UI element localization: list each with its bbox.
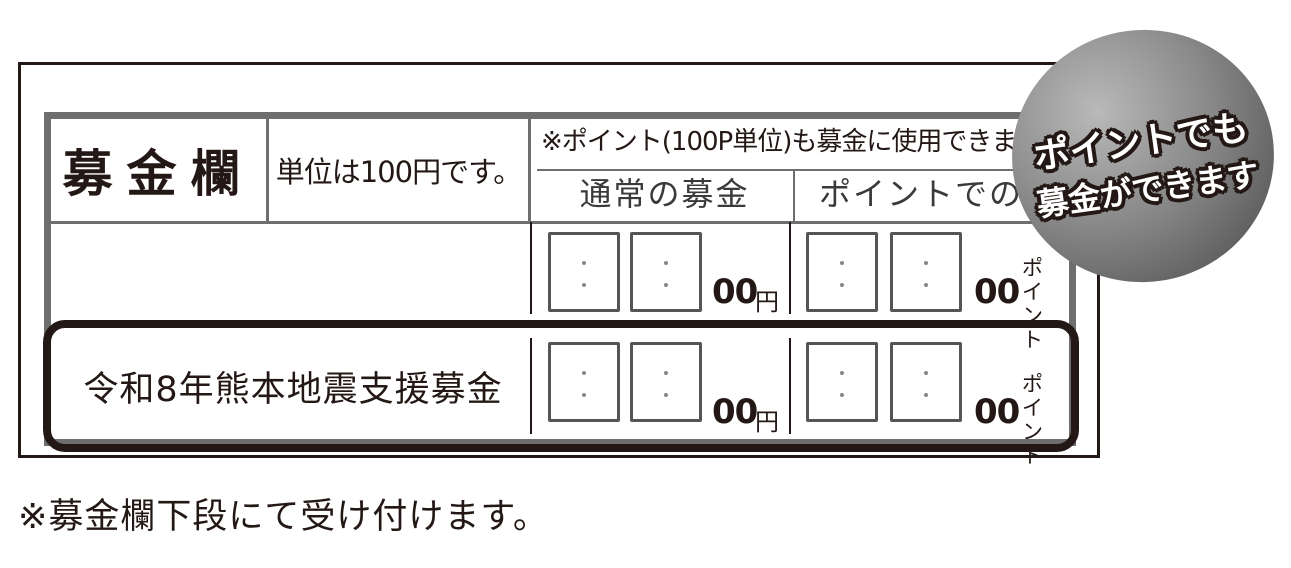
row2-yen-digit-2[interactable] bbox=[630, 342, 702, 422]
row2-divider-mid bbox=[789, 338, 791, 434]
header-column-divider bbox=[793, 171, 795, 221]
row1-divider-left bbox=[530, 222, 532, 314]
point-note: ※ポイント(100P単位)も募金に使用できます。 bbox=[541, 127, 1065, 157]
highlight-frame bbox=[43, 320, 1079, 452]
row1-point-unit-top: ポイ bbox=[1022, 256, 1045, 304]
row2-yen-unit: 円 bbox=[755, 408, 779, 436]
donation-table: 募金欄 単位は100円です。 ※ポイント(100P単位)も募金に使用できます。 … bbox=[44, 112, 1077, 446]
row2-point-digit-1[interactable] bbox=[806, 342, 878, 422]
row1-point-digit-1[interactable] bbox=[806, 232, 878, 312]
row2-point-zeros: 00 bbox=[974, 392, 1020, 432]
column-header-normal: 通常の募金 bbox=[579, 175, 750, 213]
donation-title: 募金欄 bbox=[51, 119, 269, 221]
row2-divider-left bbox=[530, 338, 532, 434]
row2-yen-digit-1[interactable] bbox=[548, 342, 620, 422]
row1-yen-unit: 円 bbox=[755, 288, 779, 316]
header-divider bbox=[537, 169, 1077, 171]
unit-note: 単位は100円です。 bbox=[269, 119, 531, 221]
row2-point-digit-2[interactable] bbox=[890, 342, 962, 422]
row1-yen-digit-1[interactable] bbox=[548, 232, 620, 312]
footnote: ※募金欄下段にて受け付けます。 bbox=[18, 497, 549, 537]
row1-divider-mid bbox=[789, 222, 791, 314]
row1-yen-zeros: 00 bbox=[712, 272, 758, 312]
row1-yen-digit-2[interactable] bbox=[630, 232, 702, 312]
row2-point-unit-top: ポイ bbox=[1022, 372, 1045, 420]
row-divider bbox=[51, 221, 1069, 224]
row1-point-digit-2[interactable] bbox=[890, 232, 962, 312]
row1-point-zeros: 00 bbox=[974, 272, 1020, 312]
donation-name: 令和8年熊本地震支援募金 bbox=[83, 369, 503, 410]
row2-yen-zeros: 00 bbox=[712, 392, 758, 432]
